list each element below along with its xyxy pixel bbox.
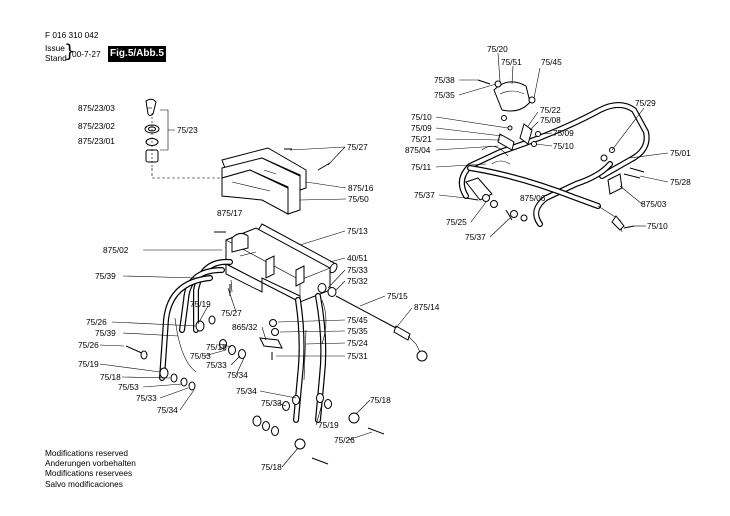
issue-block: Issue Stand [45, 43, 67, 63]
part-label: 75/20 [487, 44, 508, 54]
part-label: 75/09 [411, 123, 432, 133]
part-label: 75/24 [347, 338, 368, 348]
part-label: 75/45 [347, 315, 368, 325]
part-label: 75/25 [446, 217, 467, 227]
frame-bolts [465, 177, 528, 222]
footer-line: Modifications reserved [45, 448, 129, 458]
part-label: 875/23/01 [78, 136, 115, 146]
part-label: 75/37 [414, 190, 435, 200]
issue-label: Issue [45, 43, 65, 53]
part-label: 75/34 [157, 405, 178, 415]
part-label: 875/03 [641, 199, 667, 209]
footer-line: Salvo modificaciones [45, 478, 123, 489]
part-label: 875/16 [348, 183, 374, 193]
part-label: 75/26 [78, 340, 99, 350]
part-label: 75/18 [370, 395, 391, 405]
part-label: 75/35 [347, 326, 368, 336]
part-label: 75/37 [465, 232, 486, 242]
part-label: 75/28 [670, 177, 691, 187]
part-label: 75/33 [347, 265, 368, 275]
part-label: 75/09 [553, 128, 574, 138]
part-label: 875/06 [520, 193, 546, 203]
part-label: 75/18 [100, 372, 121, 382]
part-label: 40/51 [347, 253, 368, 263]
part-label: 75/38 [434, 75, 455, 85]
part-label: 75/01 [670, 148, 691, 158]
part-label: 75/29 [635, 98, 656, 108]
part-label: 75/39 [95, 271, 116, 281]
part-label: 75/31 [347, 351, 368, 361]
part-label: 75/53 [190, 351, 211, 361]
part-label: 75/21 [411, 134, 432, 144]
part-label: 75/50 [348, 194, 369, 204]
part-label: 75/45 [541, 57, 562, 67]
leader-lines [99, 52, 669, 468]
top-bracket [221, 147, 307, 215]
part-label: 875/17 [217, 208, 243, 218]
part-label: 75/27 [221, 308, 242, 318]
part-label: 75/18 [261, 462, 282, 472]
part-label: 75/10 [553, 141, 574, 151]
footer-line: Modifications reservees [45, 468, 133, 479]
part-label: 75/51 [501, 57, 522, 67]
part-label: 75/22 [540, 105, 561, 115]
part-label: 875/23/03 [78, 103, 115, 113]
modifications-note: Modifications reserved Anderungen vorbeh… [45, 448, 136, 489]
part-label: 75/39 [95, 328, 116, 338]
part-label: 875/23/02 [78, 121, 115, 131]
main-handle-frame [458, 102, 650, 233]
part-label: 75/19 [78, 359, 99, 369]
part-label: 75/23 [177, 125, 198, 135]
part-label: 875/04 [405, 145, 431, 155]
issue-date: 00-7-27 [72, 49, 101, 59]
part-label: 75/19 [190, 299, 211, 309]
left-handle-bars [159, 258, 233, 381]
part-label: 75/27 [347, 142, 368, 152]
footer-line: Anderungen vorbehalten [45, 458, 136, 469]
side-brackets [600, 147, 645, 229]
part-label: 75/33 [136, 393, 157, 403]
part-label: 75/33 [206, 360, 227, 370]
document-number: F 016 310 042 [45, 30, 99, 40]
part-label: 75/19 [318, 420, 339, 430]
throttle-lever-parts [481, 123, 541, 165]
issue-brace: } [64, 41, 76, 62]
fasteners-bottom [252, 393, 385, 465]
part-label: 75/26 [86, 317, 107, 327]
switch-housing [477, 79, 536, 121]
part-label: 75/26 [334, 435, 355, 445]
stand-label: Stand [45, 52, 67, 63]
part-label: 75/32 [347, 276, 368, 286]
part-label: 75/08 [540, 115, 561, 125]
part-label: 75/34 [236, 386, 257, 396]
part-label: 75/15 [387, 291, 408, 301]
part-label: 75/10 [411, 112, 432, 122]
part-label: 75/13 [347, 226, 368, 236]
part-label: 75/11 [411, 162, 432, 172]
part-label: 75/35 [434, 90, 455, 100]
part-label: 875/02 [103, 245, 129, 255]
part-label: 75/33 [261, 398, 282, 408]
mounting-block [225, 227, 331, 303]
part-label: 75/10 [647, 221, 668, 231]
part-label: 865/32 [232, 322, 258, 332]
right-upright-bars [293, 293, 327, 423]
control-cable-and-lever [335, 295, 428, 362]
fasteners-center [259, 319, 283, 360]
clamp-lever-parts [144, 98, 160, 168]
part-label: 875/14 [414, 302, 440, 312]
figure-label: Fig.5/Abb.5 [108, 46, 166, 62]
part-label: 75/18 [206, 342, 227, 352]
part-label: 75/34 [227, 370, 248, 380]
part-label: 75/53 [118, 382, 139, 392]
